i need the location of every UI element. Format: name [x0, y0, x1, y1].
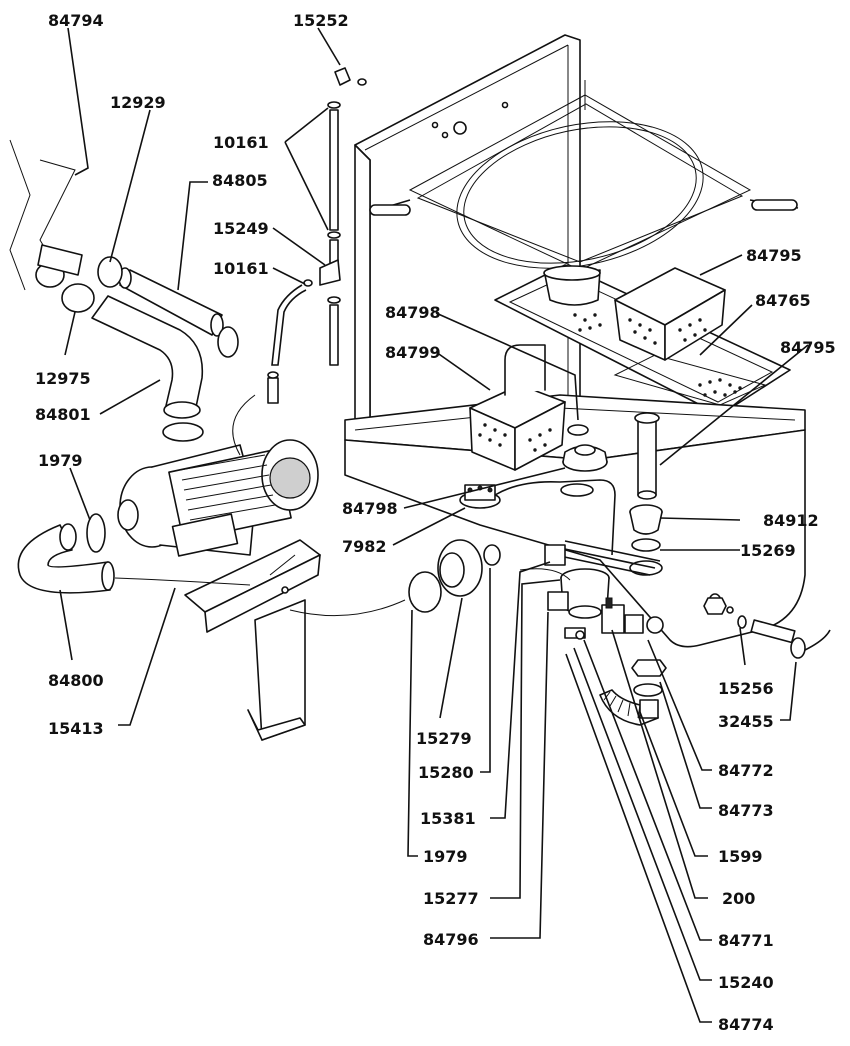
- overflow-pipe: [634, 412, 660, 500]
- pump-flange: [408, 539, 501, 613]
- clamp-12975: [61, 283, 95, 313]
- callout-7982: 7982: [342, 537, 387, 556]
- callout-84795-lower: 84795: [780, 338, 836, 357]
- callouts: 84794 15252 12929 10161 84805 15249 1016…: [35, 11, 836, 1034]
- inlet-fitting: [703, 597, 831, 659]
- callout-84912: 84912: [763, 511, 819, 530]
- callout-15280: 15280: [418, 763, 474, 782]
- drain-hose: [599, 659, 667, 726]
- connector-curve: [232, 394, 256, 456]
- callout-15277: 15277: [423, 889, 479, 908]
- drain-fitting: [629, 504, 663, 576]
- filter-cap: [562, 444, 608, 472]
- callout-84799: 84799: [385, 343, 441, 362]
- callout-15252: 15252: [293, 11, 349, 30]
- elbow-hose: [17, 523, 115, 594]
- basket-upper: [614, 267, 726, 361]
- callout-200: 200: [722, 889, 755, 908]
- callout-84774: 84774: [718, 1015, 774, 1034]
- wash-ring-assembly: [369, 80, 799, 271]
- motor-bracket: [184, 539, 321, 741]
- callout-32455: 32455: [718, 712, 774, 731]
- callout-15413: 15413: [48, 719, 104, 738]
- callout-1979-center: 1979: [423, 847, 468, 866]
- callout-84800: 84800: [48, 671, 104, 690]
- callout-84794: 84794: [48, 11, 104, 30]
- callout-84771: 84771: [718, 931, 774, 950]
- washer-84798-upper: [567, 424, 589, 436]
- callout-15249: 15249: [213, 219, 269, 238]
- callout-15256: 15256: [718, 679, 774, 698]
- pipes-10161: [267, 67, 367, 404]
- callout-84801: 84801: [35, 405, 91, 424]
- heating-element: [544, 540, 661, 576]
- callout-84795-upper: 84795: [746, 246, 802, 265]
- callout-15240: 15240: [718, 973, 774, 992]
- connector-curve: [114, 577, 251, 586]
- ring-drain-cup: [543, 265, 601, 306]
- callout-84798-upper: 84798: [385, 303, 441, 322]
- callout-84805: 84805: [212, 171, 268, 190]
- callout-1979-left: 1979: [38, 451, 83, 470]
- callout-12975: 12975: [35, 369, 91, 388]
- clamp-12929: [97, 256, 123, 288]
- pump-motor: [117, 439, 319, 557]
- hose-84805: [118, 267, 239, 358]
- callout-15381: 15381: [420, 809, 476, 828]
- callout-84773: 84773: [718, 801, 774, 820]
- leader-lines: [59, 27, 809, 1023]
- callout-84765: 84765: [755, 291, 811, 310]
- basket-lower: [469, 344, 566, 471]
- pipe-84794: [9, 139, 83, 291]
- callout-15279: 15279: [416, 729, 472, 748]
- clamp-1979-left: [86, 513, 106, 553]
- callout-10161-upper: 10161: [213, 133, 269, 152]
- cabinet-back-panel: [354, 34, 581, 426]
- callout-15269: 15269: [740, 541, 796, 560]
- callout-84796: 84796: [423, 930, 479, 949]
- hose-84801: [91, 295, 204, 442]
- callout-84772: 84772: [718, 761, 774, 780]
- switch-bracket: [601, 597, 664, 634]
- callout-84798-lower: 84798: [342, 499, 398, 518]
- connector-curve: [289, 599, 406, 617]
- callout-1599: 1599: [718, 847, 763, 866]
- callout-12929: 12929: [110, 93, 166, 112]
- callout-10161-lower: 10161: [213, 259, 269, 278]
